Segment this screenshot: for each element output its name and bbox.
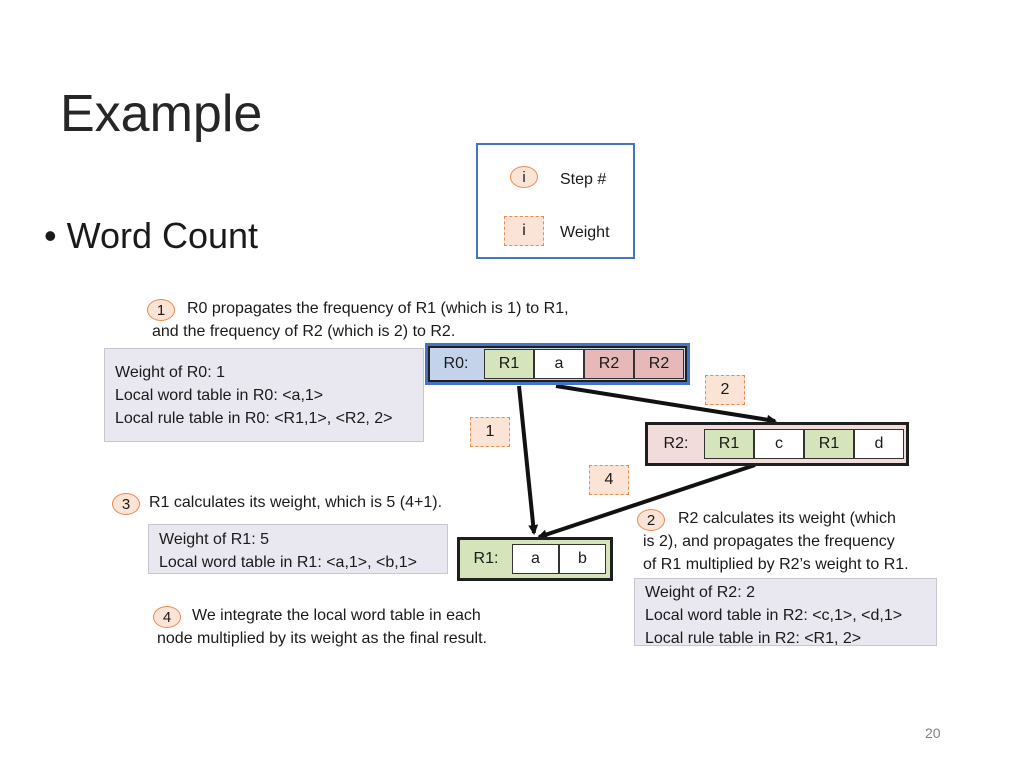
slide-title: Example xyxy=(60,85,263,143)
r0-info-box: Weight of R0: 1 Local word table in R0: … xyxy=(104,348,424,442)
r2-weight: Weight of R2: 2 xyxy=(645,584,755,601)
node-r1-label: R1: xyxy=(473,550,499,567)
node-r2-label: R2: xyxy=(663,435,689,452)
legend-weight-label: Weight xyxy=(560,224,610,241)
step-2-text-line2: is 2), and propagates the frequency xyxy=(643,533,895,550)
node-r2-cell: d xyxy=(854,429,904,459)
step-3-text: R1 calculates its weight, which is 5 (4+… xyxy=(149,494,443,511)
bullet-text: Word Count xyxy=(66,215,259,256)
r1-weight: Weight of R1: 5 xyxy=(159,531,269,548)
r1-info-box: Weight of R1: 5 Local word table in R1: … xyxy=(148,524,448,574)
node-r1-cell: a xyxy=(512,544,559,574)
node-r2-cell: R1 xyxy=(704,429,754,459)
node-r0-cell: R1 xyxy=(484,349,534,379)
r2-rule-table: Local rule table in R2: <R1, 2> xyxy=(645,630,862,647)
node-r0-label: R0: xyxy=(443,355,469,372)
node-r2-cell: c xyxy=(754,429,804,459)
edge-r0-to-r1 xyxy=(517,385,539,535)
edge-r2-to-r1 xyxy=(537,463,756,540)
node-r0-cell: R2 xyxy=(634,349,684,379)
node-r0-cell: R2 xyxy=(584,349,634,379)
step-4-marker: 4 xyxy=(153,606,181,628)
page-number: 20 xyxy=(925,725,941,741)
r0-weight: Weight of R0: 1 xyxy=(115,364,225,381)
node-r2-cell: R1 xyxy=(804,429,854,459)
step-2-text-line3: of R1 multiplied by R2’s weight to R1. xyxy=(643,556,909,573)
node-r1: R1: a b xyxy=(457,537,613,581)
step-2-marker: 2 xyxy=(637,509,665,531)
step-4-text-line1: We integrate the local word table in eac… xyxy=(192,607,481,624)
r0-word-table: Local word table in R0: <a,1> xyxy=(115,387,324,404)
node-r0: R0: R1 a R2 R2 xyxy=(425,343,690,385)
node-r2: R2: R1 c R1 d xyxy=(645,422,909,466)
legend-weight-symbol: i xyxy=(504,216,544,246)
legend-box: i Step # i Weight xyxy=(476,143,635,259)
step-1-text-line2: and the frequency of R2 (which is 2) to … xyxy=(152,323,456,340)
legend-step-label: Step # xyxy=(560,171,607,188)
bullet-item: • Word Count xyxy=(44,215,259,256)
r0-rule-table: Local rule table in R0: <R1,1>, <R2, 2> xyxy=(115,410,393,427)
weight-r2-r1: 4 xyxy=(589,465,629,495)
weight-r0-r2: 2 xyxy=(705,375,745,405)
node-r1-cell: b xyxy=(559,544,606,574)
r2-info-box: Weight of R2: 2 Local word table in R2: … xyxy=(634,578,937,647)
step-2-text-line1: R2 calculates its weight (which xyxy=(678,510,896,527)
step-1-text-line1: R0 propagates the frequency of R1 (which… xyxy=(187,300,569,317)
step-3-marker: 3 xyxy=(112,493,140,515)
node-r0-cell: a xyxy=(534,349,584,379)
step-4-text-line2: node multiplied by its weight as the fin… xyxy=(157,630,487,647)
legend-step-symbol: i xyxy=(510,166,538,188)
weight-r0-r1: 1 xyxy=(470,417,510,447)
r1-word-table: Local word table in R1: <a,1>, <b,1> xyxy=(159,554,417,571)
step-1-marker: 1 xyxy=(147,299,175,321)
r2-word-table: Local word table in R2: <c,1>, <d,1> xyxy=(645,607,903,624)
edge-r0-to-r2 xyxy=(555,384,777,425)
